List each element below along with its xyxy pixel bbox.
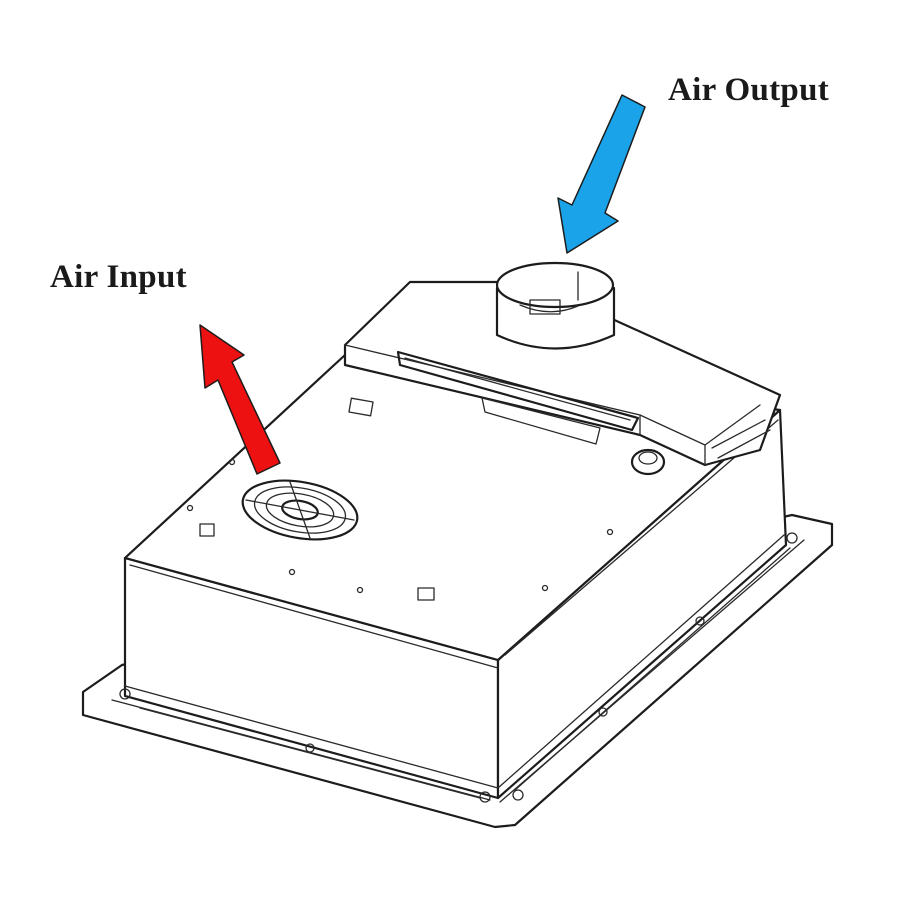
air-input-label: Air Input <box>50 259 187 295</box>
fan-grille-icon <box>241 479 359 541</box>
top-plenum <box>343 280 782 467</box>
up-left-arrow-icon <box>199 324 281 475</box>
output-collar <box>495 261 616 350</box>
top-fixtures <box>186 397 666 601</box>
air-output-label: Air Output <box>668 72 830 108</box>
down-left-arrow-icon <box>557 94 646 254</box>
main-housing <box>119 353 798 803</box>
